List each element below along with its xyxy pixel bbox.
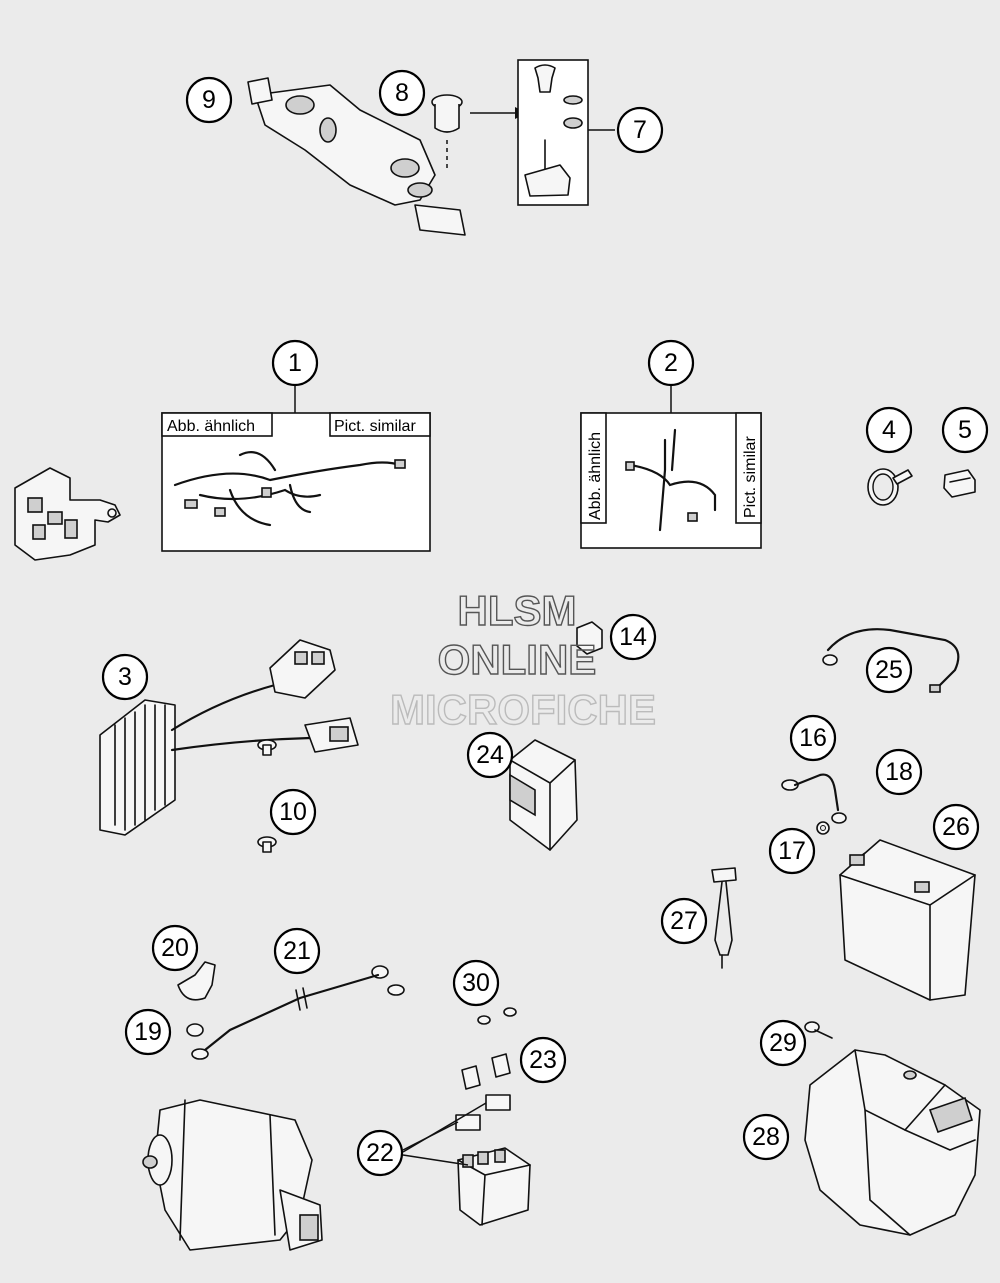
svg-text:27: 27 (670, 907, 698, 935)
svg-text:10: 10 (279, 798, 307, 826)
watermark-line-1: HLSM (458, 587, 577, 634)
svg-text:21: 21 (283, 937, 311, 965)
callout-29[interactable]: 29 (759, 1019, 807, 1067)
callout-24[interactable]: 24 (466, 731, 514, 779)
part-16-ground-cable (781, 773, 847, 824)
part-21-starter-cable (191, 965, 405, 1060)
svg-text:24: 24 (476, 741, 504, 769)
part-4-cable-tie (867, 468, 913, 506)
svg-text:1: 1 (288, 349, 302, 377)
callout-10[interactable]: 10 (269, 788, 317, 836)
part-3-regulator (99, 639, 359, 836)
svg-text:4: 4 (882, 416, 896, 444)
part-17-washer (816, 821, 830, 835)
svg-text:20: 20 (161, 934, 189, 962)
part-2-wiring-harness: Abb. ähnlich Pict. similar (580, 383, 762, 549)
part-10-screws (257, 739, 277, 853)
callout-8[interactable]: 8 (378, 69, 426, 117)
svg-text:28: 28 (752, 1123, 780, 1151)
watermark-line-2: ONLINE (438, 636, 597, 683)
callout-20[interactable]: 20 (151, 924, 199, 972)
callout-18[interactable]: 18 (875, 748, 923, 796)
callout-21[interactable]: 21 (273, 927, 321, 975)
svg-text:29: 29 (769, 1029, 797, 1057)
part-8-bushing (431, 94, 527, 170)
callout-25[interactable]: 25 (865, 646, 913, 694)
callout-4[interactable]: 4 (865, 406, 913, 454)
part-23-fuses (461, 1053, 511, 1090)
box1-label-left: Abb. ähnlich (167, 418, 255, 435)
mounting-bracket (14, 467, 121, 561)
callout-26[interactable]: 26 (932, 803, 980, 851)
svg-text:18: 18 (885, 758, 913, 786)
box2-label-right: Pict. similar (742, 436, 759, 518)
svg-text:26: 26 (942, 813, 970, 841)
callout-2[interactable]: 2 (647, 339, 695, 387)
part-9-clamp-bracket (247, 77, 466, 236)
svg-text:30: 30 (462, 969, 490, 997)
svg-text:2: 2 (664, 349, 678, 377)
part-24-module (509, 739, 578, 851)
svg-text:25: 25 (875, 656, 903, 684)
callout-1[interactable]: 1 (271, 339, 319, 387)
part-1-wiring-harness: Abb. ähnlich Pict. similar (161, 383, 431, 552)
svg-text:14: 14 (619, 623, 647, 651)
callout-16[interactable]: 16 (789, 714, 837, 762)
callout-14[interactable]: 14 (609, 613, 657, 661)
starter-motor (142, 1099, 323, 1251)
callout-17[interactable]: 17 (768, 827, 816, 875)
svg-text:7: 7 (633, 116, 647, 144)
svg-text:22: 22 (366, 1139, 394, 1167)
part-26-battery (839, 839, 976, 1001)
callout-5[interactable]: 5 (941, 406, 989, 454)
part-20-terminal-cap (177, 961, 216, 1001)
svg-text:9: 9 (202, 86, 216, 114)
part-28-battery-box (804, 1049, 981, 1236)
part-5-clip (943, 469, 976, 498)
svg-text:23: 23 (529, 1046, 557, 1074)
callout-19[interactable]: 19 (124, 1008, 172, 1056)
callout-3[interactable]: 3 (101, 653, 149, 701)
svg-text:5: 5 (958, 416, 972, 444)
callout-7[interactable]: 7 (616, 106, 664, 154)
svg-text:8: 8 (395, 79, 409, 107)
callout-30[interactable]: 30 (452, 959, 500, 1007)
watermark-line-3: MICROFICHE (390, 686, 656, 733)
svg-text:3: 3 (118, 663, 132, 691)
callout-27[interactable]: 27 (660, 897, 708, 945)
harness-frame-2 (580, 412, 762, 549)
box2-label-left: Abb. ähnlich (587, 432, 604, 520)
svg-text:19: 19 (134, 1018, 162, 1046)
part-29-bolt (804, 1021, 833, 1039)
part-27-fuse-puller (711, 867, 737, 969)
part-14-connector (576, 621, 603, 655)
box1-label-right: Pict. similar (334, 418, 416, 435)
svg-text:17: 17 (778, 837, 806, 865)
callout-28[interactable]: 28 (742, 1113, 790, 1161)
part-19-nut (186, 1023, 204, 1037)
part-30-screws (477, 1007, 517, 1025)
part-7-bolt-set (517, 59, 615, 206)
callout-9[interactable]: 9 (185, 76, 233, 124)
watermark: HLSM ONLINE MICROFICHE (389, 586, 656, 733)
callout-23[interactable]: 23 (519, 1036, 567, 1084)
callout-22[interactable]: 22 (356, 1129, 404, 1177)
part-25-cable (822, 628, 960, 693)
part-22-starter-relay (402, 1094, 531, 1226)
svg-text:16: 16 (799, 724, 827, 752)
